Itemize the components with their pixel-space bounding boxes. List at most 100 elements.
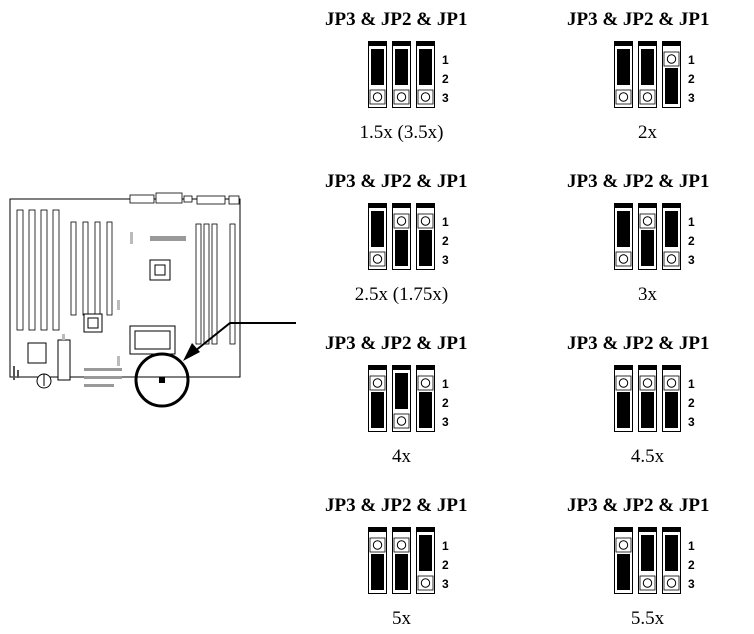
jumper-jp3 — [614, 203, 633, 270]
jumper-header: JP3 & JP2 & JP1 — [325, 171, 467, 192]
pin-number-2: 2 — [688, 558, 695, 572]
ratio-caption: 5.5x — [631, 608, 665, 629]
jumper-jp3 — [368, 41, 387, 108]
jumper-header: JP3 & JP2 & JP1 — [567, 333, 709, 354]
jumper-jp1 — [416, 365, 435, 432]
open-pin — [618, 92, 629, 102]
pin-number-1: 1 — [688, 539, 695, 553]
jumper-cap — [665, 211, 678, 247]
jumper-jp1 — [416, 527, 435, 594]
ratio-caption: 5x — [392, 608, 412, 629]
pin-number-2: 2 — [442, 234, 449, 248]
pin-number-3: 3 — [442, 253, 449, 267]
jumper-jp3 — [614, 365, 633, 432]
jumper-header: JP3 & JP2 & JP1 — [325, 495, 467, 516]
pin-number-2: 2 — [442, 72, 449, 86]
jumper-cap — [641, 49, 654, 85]
jumper-jp1 — [416, 203, 435, 270]
open-pin — [618, 378, 629, 388]
open-pin — [372, 92, 383, 102]
jumper-jp1 — [662, 527, 681, 594]
jumper-cap — [617, 49, 630, 85]
jumper-settings-grid: JP3 & JP2 & JP1 1 2 3 1.5x (3.5x) JP3 & JP2 &… — [325, 9, 709, 629]
jumper-cap — [371, 554, 384, 590]
jumper-cap — [665, 392, 678, 428]
open-pin — [618, 254, 629, 264]
jumper-cap — [371, 392, 384, 428]
jumper-header: JP3 & JP2 & JP1 — [567, 171, 709, 192]
jumper-jp2 — [392, 203, 411, 270]
ratio-caption: 2.5x (1.75x) — [355, 284, 448, 305]
open-pin — [372, 254, 383, 264]
jumper-cap — [371, 211, 384, 247]
open-pin — [642, 578, 653, 588]
open-pin — [420, 578, 431, 588]
jumper-header: JP3 & JP2 & JP1 — [567, 9, 709, 30]
jumper-jp1 — [662, 203, 681, 270]
pin-number-3: 3 — [688, 91, 695, 105]
open-pin — [642, 216, 653, 226]
ratio-caption: 1.5x (3.5x) — [360, 122, 444, 143]
ratio-caption: 4.5x — [631, 446, 665, 467]
ratio-caption: 4x — [392, 446, 412, 467]
jumper-cap — [419, 49, 432, 85]
pin-number-1: 1 — [688, 53, 695, 67]
jumper-jp2 — [392, 365, 411, 432]
motherboard-illustration — [9, 192, 241, 408]
open-pin — [666, 578, 677, 588]
pin-number-3: 3 — [442, 91, 449, 105]
jumper-jp2 — [638, 41, 657, 108]
open-pin — [618, 540, 629, 550]
ratio-caption: 3x — [638, 284, 658, 305]
back-panel-connectors — [129, 192, 240, 205]
jumper-cap — [419, 230, 432, 266]
jumper-jp2 — [392, 41, 411, 108]
jumper-header: JP3 & JP2 & JP1 — [325, 333, 467, 354]
jumper-jp2 — [638, 203, 657, 270]
jumper-cap — [617, 392, 630, 428]
io-headers — [84, 368, 122, 387]
pin-number-1: 1 — [442, 377, 449, 391]
jumper-cap — [371, 49, 384, 85]
pin-number-2: 2 — [688, 396, 695, 410]
jumper-cap — [641, 392, 654, 428]
open-pin — [372, 540, 383, 550]
open-pin — [666, 378, 677, 388]
pin-number-1: 1 — [442, 53, 449, 67]
jumper-jp3 — [368, 527, 387, 594]
jumper-jp1 — [662, 365, 681, 432]
open-pin — [642, 92, 653, 102]
jumper-jp3 — [368, 365, 387, 432]
jumper-cap — [395, 554, 408, 590]
jumper-cap — [395, 373, 408, 409]
jumper-location-marker — [159, 377, 165, 383]
expansion-slots — [16, 209, 113, 331]
jumper-cap — [665, 68, 678, 104]
pointer-arrow — [183, 322, 296, 361]
jumper-cap — [395, 230, 408, 266]
jumper-jp3 — [614, 41, 633, 108]
pin-number-1: 1 — [688, 215, 695, 229]
pin-number-3: 3 — [688, 415, 695, 429]
jumper-jp3 — [368, 203, 387, 270]
open-pin — [372, 378, 383, 388]
jumper-cap — [665, 535, 678, 571]
jumper-cap — [617, 211, 630, 247]
jumper-cap — [419, 392, 432, 428]
open-pin — [666, 54, 677, 64]
jumper-cap — [617, 554, 630, 590]
jumper-cap — [641, 230, 654, 266]
jumper-cap — [641, 535, 654, 571]
pin-number-3: 3 — [442, 415, 449, 429]
open-pin — [420, 216, 431, 226]
jumper-jp2 — [392, 527, 411, 594]
pin-number-2: 2 — [442, 558, 449, 572]
